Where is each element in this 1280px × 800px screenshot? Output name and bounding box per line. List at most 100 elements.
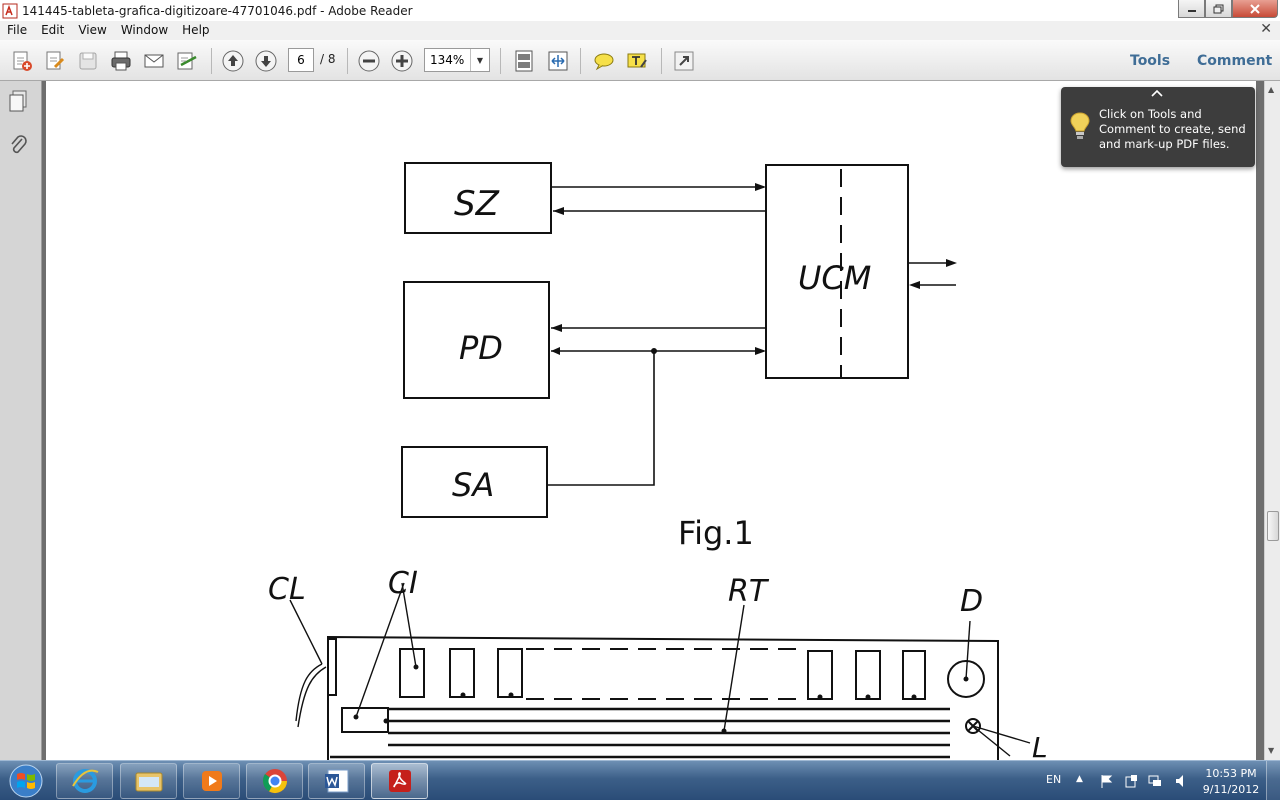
figure-caption: Fig.1 xyxy=(678,514,754,552)
zoom-out-button[interactable] xyxy=(356,48,382,74)
block-pd xyxy=(403,281,550,399)
tools-pane-button[interactable]: Tools xyxy=(1130,53,1171,69)
open-button[interactable] xyxy=(42,48,68,74)
label-ci: CI xyxy=(388,566,418,601)
volume-icon[interactable] xyxy=(1174,774,1188,788)
internet-explorer-icon xyxy=(71,769,98,793)
fit-width-button[interactable] xyxy=(545,48,571,74)
clock-date: 9/11/2012 xyxy=(1202,783,1260,796)
sign-button[interactable] xyxy=(174,48,200,74)
pdf-page: SZ PD SA UCM Fig.1 xyxy=(46,81,1256,760)
show-desktop-button[interactable] xyxy=(1266,761,1280,800)
chevron-down-icon: ▼ xyxy=(476,55,484,65)
email-icon xyxy=(144,54,164,68)
toolbar-separator xyxy=(347,48,348,74)
windows-logo-icon xyxy=(9,764,43,798)
label-pd: PD xyxy=(459,329,503,367)
label-sa: SA xyxy=(452,466,494,504)
label-d: D xyxy=(960,584,983,619)
fit-page-button[interactable] xyxy=(511,48,537,74)
menu-file[interactable]: File xyxy=(7,23,28,37)
patent-drawing: SZ PD SA UCM Fig.1 xyxy=(268,162,1048,760)
window-title: 141445-tableta-grafica-digitizoare-47701… xyxy=(22,3,413,18)
word-icon xyxy=(324,769,348,793)
toolbar-separator xyxy=(211,48,212,74)
print-icon xyxy=(111,51,131,71)
document-view[interactable]: SZ PD SA UCM Fig.1 xyxy=(42,81,1264,760)
save-icon xyxy=(79,52,97,70)
next-page-button[interactable] xyxy=(253,48,279,74)
scroll-down-icon[interactable]: ▼ xyxy=(1268,746,1275,755)
start-button[interactable] xyxy=(4,762,48,800)
toolbar xyxy=(0,40,1280,112)
minimize-icon xyxy=(1187,9,1196,12)
collapse-caret-icon[interactable] xyxy=(1151,89,1163,97)
sticky-note-icon xyxy=(594,53,614,71)
block-sz xyxy=(404,162,552,234)
taskbar-media-player[interactable] xyxy=(183,763,240,799)
tray-expand-icon[interactable]: ▲ xyxy=(1076,774,1083,784)
menu-window[interactable]: Window xyxy=(120,23,169,37)
taskbar-internet-explorer[interactable] xyxy=(56,763,113,799)
label-ucm: UCM xyxy=(798,259,871,297)
add-comment-button[interactable] xyxy=(591,48,617,74)
print-button[interactable] xyxy=(108,48,134,74)
title-bar: 141445-tableta-grafica-digitizoare-47701… xyxy=(0,0,1280,21)
lightbulb-icon xyxy=(1070,112,1090,139)
arrow-up-icon xyxy=(222,50,244,72)
network-icon[interactable] xyxy=(1148,774,1162,788)
maximize-button[interactable] xyxy=(1205,0,1232,18)
menu-edit[interactable]: Edit xyxy=(41,23,65,37)
open-file-icon xyxy=(46,51,65,70)
close-document-icon[interactable]: ✕ xyxy=(1260,21,1272,37)
close-icon xyxy=(1250,3,1260,14)
attachments-icon[interactable] xyxy=(8,133,30,157)
vertical-scrollbar[interactable]: ▲ ▼ xyxy=(1264,81,1280,760)
scroll-up-icon[interactable]: ▲ xyxy=(1268,85,1275,94)
fit-page-icon xyxy=(515,50,533,72)
zoom-in-button[interactable] xyxy=(389,48,415,74)
expand-button[interactable] xyxy=(671,48,697,74)
tools-tooltip[interactable]: Click on Tools and Comment to create, se… xyxy=(1061,87,1255,167)
label-cl: CL xyxy=(268,572,306,607)
language-indicator[interactable]: EN xyxy=(1046,773,1062,786)
restore-icon xyxy=(1213,4,1223,13)
toolbar-separator xyxy=(661,48,662,74)
scroll-thumb[interactable] xyxy=(1267,511,1279,541)
create-pdf-button[interactable] xyxy=(9,48,35,74)
page-number-input[interactable]: 6 xyxy=(288,48,314,72)
taskbar-chrome[interactable] xyxy=(246,763,303,799)
menu-bar: File Edit View Window Help ✕ xyxy=(0,21,1280,40)
comment-pane-button[interactable]: Comment xyxy=(1197,53,1273,69)
adobe-reader-icon xyxy=(388,770,411,792)
page-total: / 8 xyxy=(320,52,336,66)
taskbar-adobe-reader[interactable] xyxy=(371,763,428,799)
taskbar: EN ▲ 10:53 PM 9/11/2012 xyxy=(0,760,1280,800)
taskbar-word[interactable] xyxy=(308,763,365,799)
minimize-button[interactable] xyxy=(1178,0,1205,18)
adobe-reader-icon xyxy=(2,3,18,18)
highlight-button[interactable] xyxy=(624,48,650,74)
zoom-out-icon xyxy=(358,50,380,72)
clock-time: 10:53 PM xyxy=(1205,767,1257,780)
device-icon[interactable] xyxy=(1124,774,1138,788)
sign-document-icon xyxy=(177,52,197,70)
zoom-dropdown-button[interactable]: ▼ xyxy=(470,49,489,71)
toolbar-separator xyxy=(580,48,581,74)
arrow-down-icon xyxy=(255,50,277,72)
email-button[interactable] xyxy=(141,48,167,74)
label-rt: RT xyxy=(728,574,770,609)
previous-page-button[interactable] xyxy=(220,48,246,74)
fit-width-icon xyxy=(548,51,568,71)
action-center-flag-icon[interactable] xyxy=(1099,774,1113,788)
taskbar-file-explorer[interactable] xyxy=(120,763,177,799)
menu-view[interactable]: View xyxy=(78,23,107,37)
close-window-button[interactable] xyxy=(1232,0,1278,18)
expand-icon xyxy=(674,51,694,71)
page-thumbnails-icon[interactable] xyxy=(8,89,30,113)
zoom-field[interactable]: 134% xyxy=(424,48,490,72)
menu-help[interactable]: Help xyxy=(182,23,210,37)
save-button[interactable] xyxy=(75,48,101,74)
block-sa xyxy=(401,446,548,518)
system-clock[interactable]: 10:53 PM 9/11/2012 xyxy=(1199,766,1263,798)
